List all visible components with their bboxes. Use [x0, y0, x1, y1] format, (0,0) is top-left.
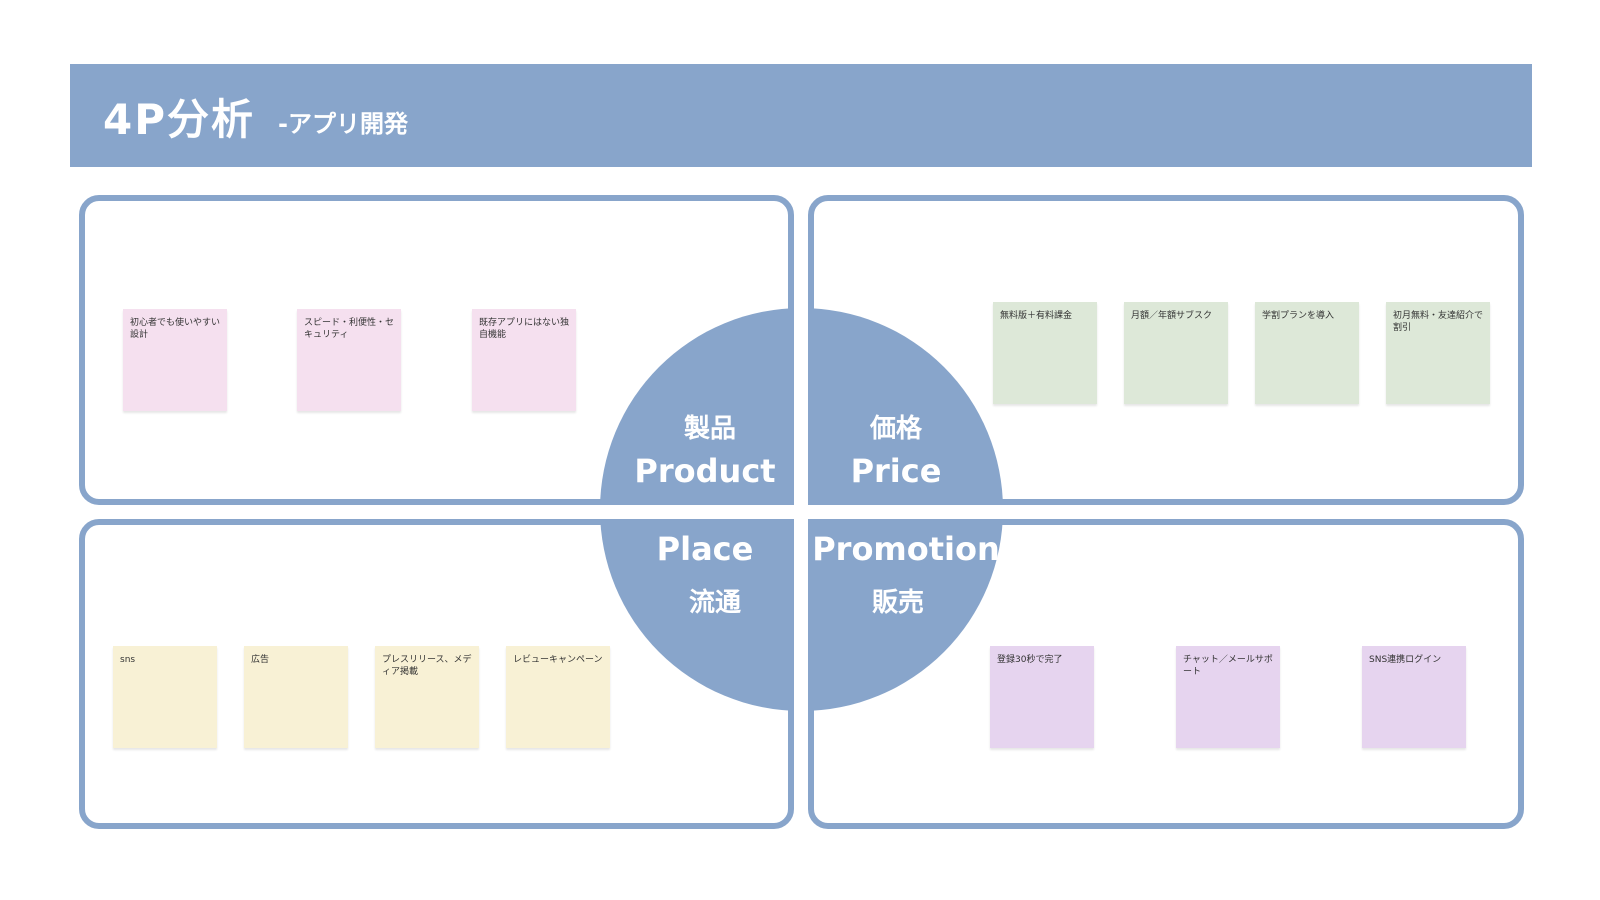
price-label-jp: 価格 — [869, 414, 922, 444]
sticky-note[interactable]: チャット／メールサポート — [1176, 646, 1280, 748]
sticky-note[interactable]: プレスリリース、メディア掲載 — [375, 646, 479, 748]
promotion-label-jp: 販売 — [871, 588, 924, 618]
place-label-en: Place — [656, 530, 754, 568]
page-title: 4P分析 — [103, 95, 256, 144]
horizontal-divider — [590, 505, 1010, 519]
sticky-note[interactable]: 月額／年額サブスク — [1124, 302, 1228, 404]
product-label-jp: 製品 — [683, 414, 736, 444]
sticky-note[interactable]: 初心者でも使いやすい設計 — [123, 309, 227, 411]
header-bar: 4P分析 -アプリ開発 — [70, 64, 1532, 167]
sticky-note[interactable]: 広告 — [244, 646, 348, 748]
sticky-note[interactable]: 初月無料・友達紹介で割引 — [1386, 302, 1490, 404]
sticky-note[interactable]: SNS連携ログイン — [1362, 646, 1466, 748]
sticky-note[interactable]: 無料版＋有料課金 — [993, 302, 1097, 404]
place-label-jp: 流通 — [688, 588, 741, 618]
sticky-note[interactable]: レビューキャンペーン — [506, 646, 610, 748]
price-label-en: Price — [850, 452, 942, 490]
page-subtitle: -アプリ開発 — [278, 110, 408, 138]
sticky-note[interactable]: 既存アプリにはない独自機能 — [472, 309, 576, 411]
product-label-en: Product — [634, 452, 776, 490]
sticky-note[interactable]: 学割プランを導入 — [1255, 302, 1359, 404]
sticky-note[interactable]: sns — [113, 646, 217, 748]
sticky-note[interactable]: スピード・利便性・セキュリティ — [297, 309, 401, 411]
promotion-label-en: Promotion — [812, 530, 1000, 568]
sticky-note[interactable]: 登録30秒で完了 — [990, 646, 1094, 748]
